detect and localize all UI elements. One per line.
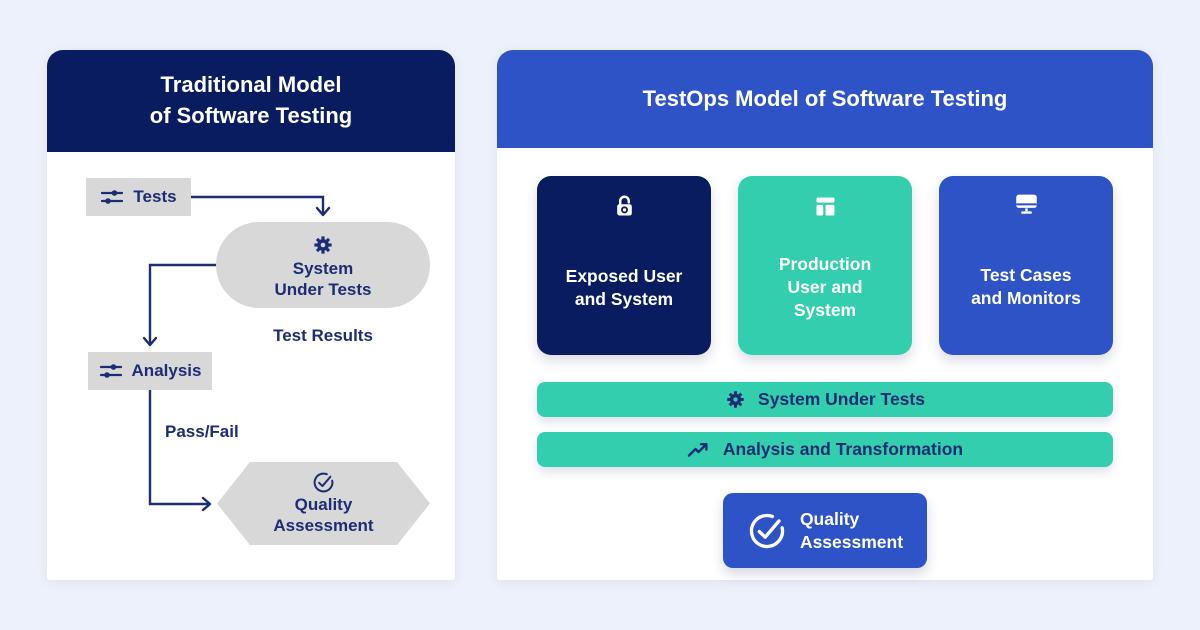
- analysis-node: Analysis: [88, 352, 212, 390]
- quality-assessment-node: Quality Assessment: [217, 462, 430, 545]
- testops-panel-title: TestOps Model of Software Testing: [497, 50, 1153, 148]
- test-results-label: Test Results: [273, 326, 373, 345]
- trend-up-icon: [687, 442, 708, 457]
- system-under-tests-label: System Under Tests: [274, 258, 372, 299]
- pass-fail-label: Pass/Fail: [165, 422, 239, 441]
- unlock-icon: [616, 195, 632, 216]
- layout-icon: [816, 197, 834, 216]
- flow-connectors: [142, 195, 331, 512]
- exposed-user-card-label: Exposed User and System: [565, 265, 683, 309]
- system-under-tests-bar-label: System Under Tests: [758, 389, 925, 409]
- sliders-icon: [101, 190, 124, 204]
- analysis-label: Analysis: [131, 361, 202, 380]
- testops-model-panel: TestOps Model of Software Testing Expose…: [497, 50, 1153, 580]
- tests-label: Tests: [133, 187, 177, 206]
- exposed-user-card: Exposed User and System: [537, 176, 711, 355]
- traditional-panel-title: Traditional Model of Software Testing: [47, 50, 455, 152]
- quality-assessment-card: Quality Assessment: [723, 493, 927, 568]
- check-circle-icon: [749, 513, 785, 548]
- system-under-tests-bar: System Under Tests: [537, 382, 1113, 417]
- testops-cards-row: Exposed User and System Production User …: [537, 176, 1113, 355]
- analysis-transformation-bar-label: Analysis and Transformation: [722, 439, 964, 459]
- traditional-flowchart: Tests System Under Tests Test Results: [47, 152, 455, 580]
- traditional-model-panel: Traditional Model of Software Testing: [47, 50, 455, 580]
- sliders-icon: [99, 364, 122, 378]
- test-cases-card: Test Cases and Monitors: [939, 176, 1113, 355]
- quality-assessment-card-label: Quality Assessment: [799, 508, 904, 552]
- monitor-icon: [1015, 194, 1037, 214]
- gear-icon: [314, 236, 332, 254]
- production-user-card: Production User and System: [738, 176, 912, 355]
- analysis-transformation-bar: Analysis and Transformation: [537, 432, 1113, 467]
- tests-node: Tests: [86, 178, 191, 216]
- check-circle-icon: [313, 472, 334, 493]
- quality-assessment-label: Quality Assessment: [273, 495, 374, 535]
- gear-icon: [727, 391, 744, 408]
- system-under-tests-node: System Under Tests: [216, 222, 430, 308]
- production-user-card-label: Production User and System: [778, 254, 872, 320]
- test-cases-card-label: Test Cases and Monitors: [971, 264, 1081, 308]
